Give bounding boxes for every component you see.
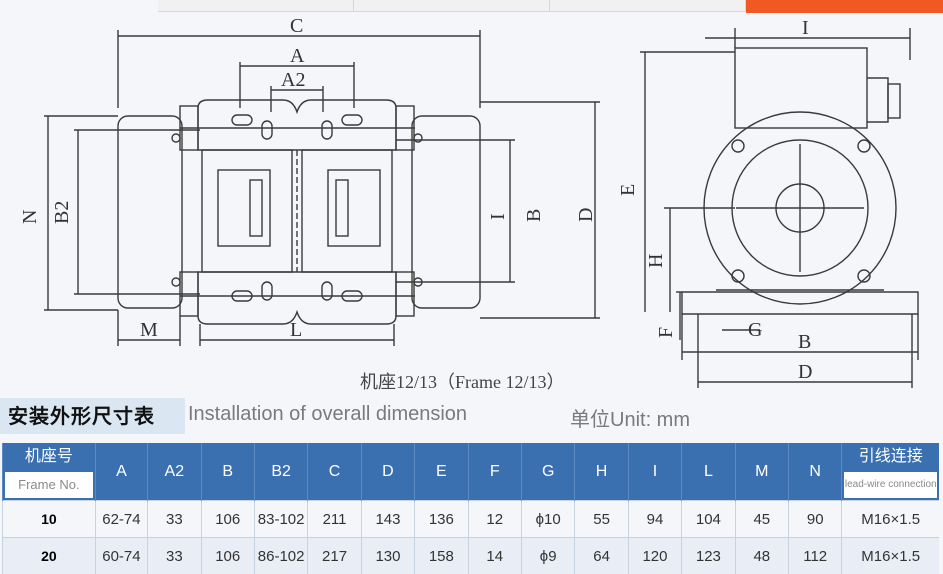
cell-frame: 20 [3, 538, 96, 574]
header-frame-cn: 机座号 [3, 443, 95, 470]
label-h: H [645, 254, 667, 268]
header-n: N [789, 443, 842, 501]
label-d-right: D [798, 361, 812, 383]
header-b: B [201, 443, 254, 501]
table-row: 20 60-74 33 106 86-102 217 130 158 14 ϕ9… [3, 538, 940, 574]
cell-b2: 83-102 [254, 501, 307, 538]
cell-e: 136 [415, 501, 468, 538]
cell-n: 90 [789, 501, 842, 538]
label-n: N [19, 210, 41, 224]
cell-d: 130 [361, 538, 414, 574]
cell-h: 55 [575, 501, 628, 538]
cell-n: 112 [789, 538, 842, 574]
label-a2: A2 [281, 69, 305, 91]
dimension-drawing: C A A2 N B2 I B D M L I E H F G B D [0, 0, 943, 400]
header-l: L [682, 443, 735, 501]
cell-m: 45 [735, 501, 788, 538]
cell-frame: 10 [3, 501, 96, 538]
dimension-table: 机座号 Frame No. A A2 B B2 C D E F G H I L … [2, 443, 939, 574]
label-i-left: I [487, 213, 509, 220]
label-f: F [655, 327, 677, 338]
frame-caption: 机座12/13（Frame 12/13） [360, 368, 640, 390]
header-lead-en: lead-wire connection [844, 472, 937, 498]
cell-m: 48 [735, 538, 788, 574]
label-c: C [290, 15, 303, 37]
cell-f: 14 [468, 538, 521, 574]
cell-b: 106 [201, 538, 254, 574]
cell-i: 120 [628, 538, 681, 574]
cell-g: ϕ9 [521, 538, 574, 574]
cell-c: 211 [308, 501, 361, 538]
header-a2: A2 [148, 443, 201, 501]
cell-b2: 86-102 [254, 538, 307, 574]
label-e: E [617, 184, 639, 196]
cell-a2: 33 [148, 538, 201, 574]
header-h: H [575, 443, 628, 501]
header-i: I [628, 443, 681, 501]
section-title-en: Installation of overall dimension [188, 403, 467, 426]
cell-a: 62-74 [95, 501, 147, 538]
header-d: D [361, 443, 414, 501]
label-i-right: I [802, 17, 809, 39]
cell-e: 158 [415, 538, 468, 574]
cell-c: 217 [308, 538, 361, 574]
header-e: E [415, 443, 468, 501]
cell-f: 12 [468, 501, 521, 538]
label-b-left: B [523, 209, 545, 222]
cell-g: ϕ10 [521, 501, 574, 538]
table-header-row: 机座号 Frame No. A A2 B B2 C D E F G H I L … [3, 443, 940, 501]
label-b-right: B [798, 331, 811, 353]
label-d-left: D [575, 208, 597, 222]
section-title-cn: 安装外形尺寸表 [8, 400, 155, 429]
header-lead-cn: 引线连接 [842, 443, 939, 470]
header-f: F [468, 443, 521, 501]
unit-label: 单位Unit: mm [570, 403, 690, 432]
cell-a: 60-74 [95, 538, 147, 574]
header-lead: 引线连接 lead-wire connection [842, 443, 939, 501]
label-l: L [290, 319, 302, 341]
cell-l: 123 [682, 538, 735, 574]
cell-a2: 33 [148, 501, 201, 538]
header-m: M [735, 443, 788, 501]
cell-l: 104 [682, 501, 735, 538]
cell-lead: M16×1.5 [842, 538, 939, 574]
cell-b: 106 [201, 501, 254, 538]
cell-h: 64 [575, 538, 628, 574]
right-view [640, 28, 918, 388]
header-frame-en: Frame No. [5, 472, 93, 498]
label-m: M [140, 319, 158, 341]
header-frame: 机座号 Frame No. [3, 443, 96, 501]
cell-i: 94 [628, 501, 681, 538]
header-a: A [95, 443, 147, 501]
label-g: G [748, 319, 762, 341]
left-view [44, 30, 600, 346]
label-a: A [290, 45, 305, 67]
table-row: 10 62-74 33 106 83-102 211 143 136 12 ϕ1… [3, 501, 940, 538]
header-c: C [308, 443, 361, 501]
header-g: G [521, 443, 574, 501]
cell-lead: M16×1.5 [842, 501, 939, 538]
label-b2: B2 [51, 201, 73, 224]
header-b2: B2 [254, 443, 307, 501]
cell-d: 143 [361, 501, 414, 538]
